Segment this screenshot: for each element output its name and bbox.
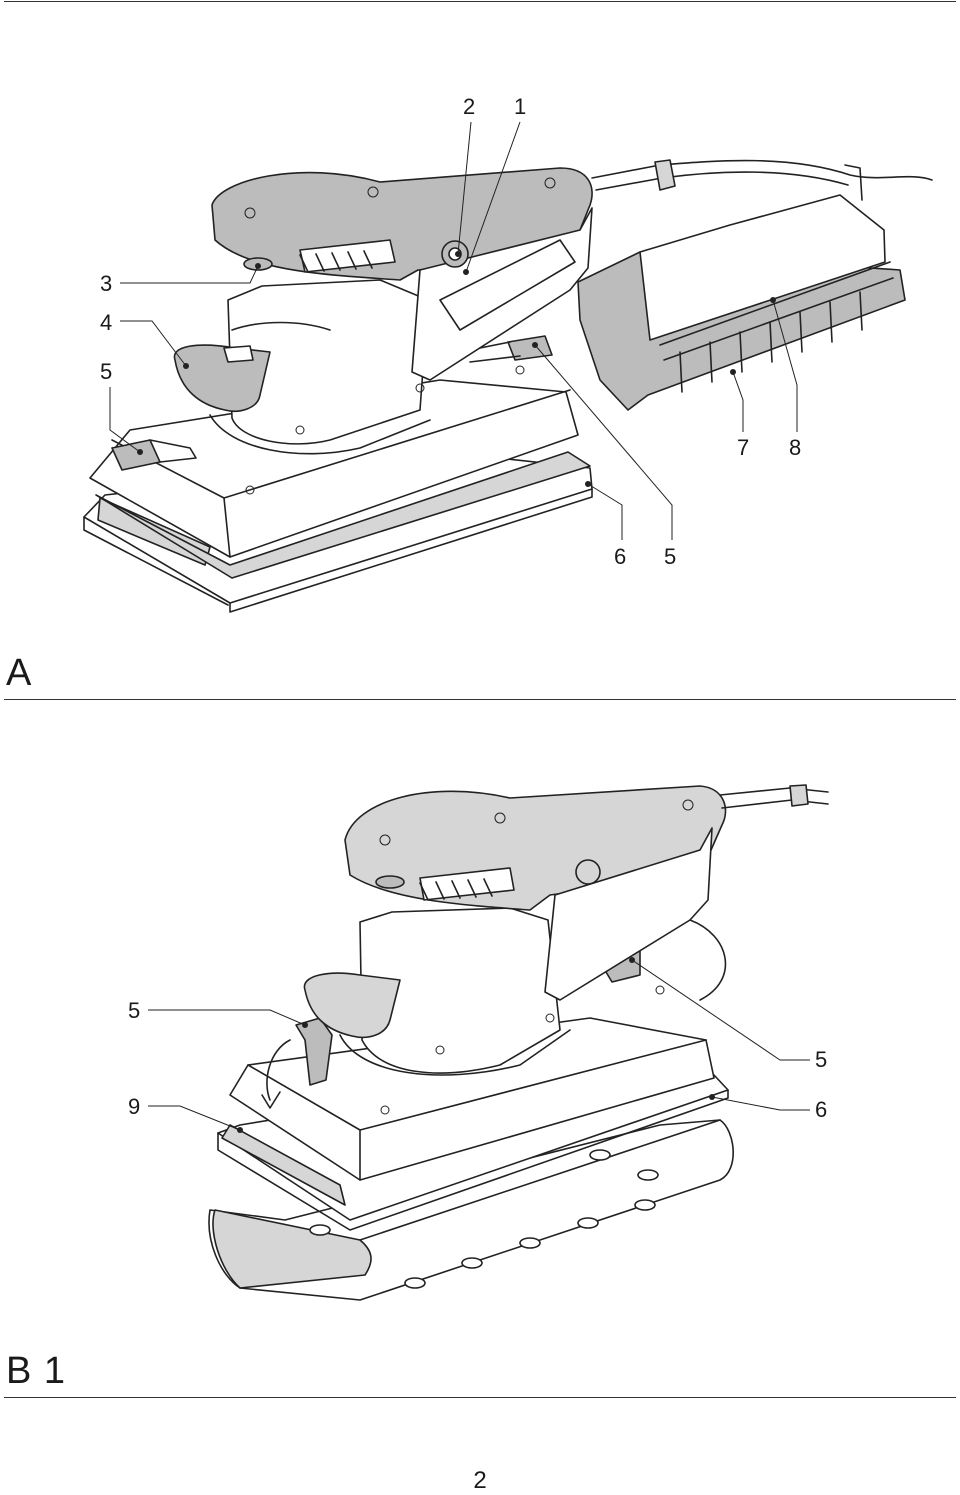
figure-a-sander-illustration — [83, 121, 933, 613]
callout-b1-5-right: 5 — [815, 1047, 828, 1072]
callout-b1-9: 9 — [128, 1094, 141, 1119]
figure-b1-sander-illustration — [148, 784, 829, 1301]
callout-a-6: 6 — [614, 544, 627, 569]
callout-a-3: 3 — [100, 271, 113, 296]
figure-b1-label: B 1 — [6, 1350, 67, 1392]
page-number: 2 — [473, 1467, 487, 1494]
callout-a-8: 8 — [789, 435, 802, 460]
top-rule — [4, 1, 956, 2]
callout-a-4: 4 — [100, 310, 113, 335]
callout-a-2: 2 — [463, 94, 476, 119]
callout-a-5-left: 5 — [100, 359, 113, 384]
callout-a-1: 1 — [514, 94, 527, 119]
figure-b1-divider — [4, 1397, 956, 1398]
figure-a-divider — [4, 699, 956, 700]
callout-b1-6: 6 — [815, 1097, 828, 1122]
callout-a-5-bottom: 5 — [664, 544, 677, 569]
figure-a-label: A — [6, 652, 33, 694]
callout-a-7: 7 — [737, 435, 750, 460]
callout-b1-5-left: 5 — [128, 998, 141, 1023]
